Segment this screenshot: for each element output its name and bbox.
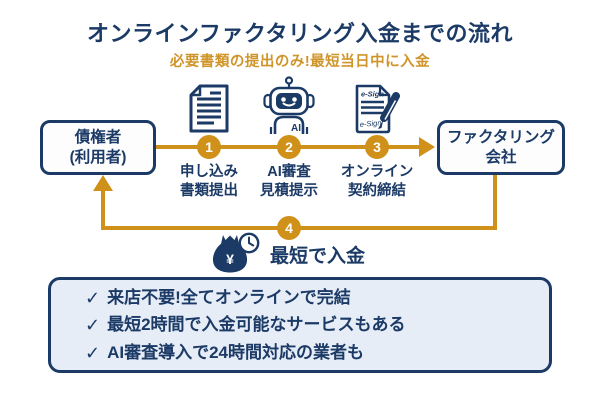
creditor-box: 債権者 (利用者) — [40, 120, 156, 175]
step-2-number-badge: 2 — [277, 135, 301, 159]
step-2-label-line1: AI審査 — [267, 164, 311, 180]
flow-line-return-up — [101, 189, 105, 230]
payout-row: ¥ 最短で入金 — [210, 231, 365, 278]
esign-signature-label: e-Sign — [359, 118, 381, 129]
page-subtitle: 必要書類の提出のみ!最短当日中に入金 — [169, 54, 431, 70]
benefit-item-1: ✓ 来店不要!全てオンラインで完結 — [85, 288, 549, 308]
money-bag-clock-icon: ¥ — [210, 231, 262, 278]
benefit-item-2: ✓ 最短2時間で入金可能なサービスもある — [85, 315, 549, 335]
benefit-text-1: 来店不要!全てオンラインで完結 — [107, 287, 351, 307]
document-icon — [187, 84, 231, 138]
step-1-label-line1: 申し込み — [180, 164, 238, 180]
esign-top-label: e-Sign — [361, 90, 384, 99]
benefit-text-2: 最短2時間で入金可能なサービスもある — [107, 315, 406, 334]
step-3-label: オンライン 契約締結 — [322, 163, 432, 201]
check-icon: ✓ — [85, 315, 101, 335]
arrow-up-icon — [93, 175, 113, 191]
step-4-number-badge: 4 — [277, 216, 301, 240]
robot-ai-label: AI — [291, 123, 301, 134]
check-icon: ✓ — [85, 287, 101, 308]
benefit-item-3: ✓ AI審査導入で24時間対応の業者も — [85, 343, 549, 363]
step-1-label-line2: 書類提出 — [180, 183, 238, 199]
yen-symbol: ¥ — [226, 251, 234, 267]
company-label-line2: 会社 — [485, 148, 517, 166]
step-3-label-line2: 契約締結 — [348, 183, 406, 199]
factoring-company-box: ファクタリング 会社 — [437, 120, 565, 175]
flow-line-return-down — [493, 175, 497, 230]
step-1-label: 申し込み 書類提出 — [154, 163, 264, 201]
ai-robot-icon: AI — [263, 76, 315, 139]
step-1-number-badge: 1 — [197, 135, 221, 159]
creditor-label-line2: (利用者) — [69, 148, 127, 166]
company-label-line1: ファクタリング — [447, 128, 555, 146]
esign-contract-icon: e-Sign e-Sign — [351, 83, 403, 141]
benefit-text-3: AI審査導入で24時間対応の業者も — [107, 342, 365, 362]
page-title: オンラインファクタリング入金までの流れ — [87, 21, 513, 46]
arrow-right-icon — [419, 137, 435, 157]
step-3-number-badge: 3 — [365, 135, 389, 159]
check-icon: ✓ — [85, 342, 101, 363]
step-3-label-line1: オンライン — [340, 164, 414, 180]
creditor-label-line1: 債権者 — [74, 128, 122, 146]
payout-label: 最短で入金 — [270, 246, 366, 267]
step-2-label-line2: 見積提示 — [260, 183, 318, 199]
step-2-label: AI審査 見積提示 — [234, 163, 344, 201]
benefits-panel: ✓ 来店不要!全てオンラインで完結 ✓ 最短2時間で入金可能なサービスもある ✓… — [48, 277, 552, 373]
